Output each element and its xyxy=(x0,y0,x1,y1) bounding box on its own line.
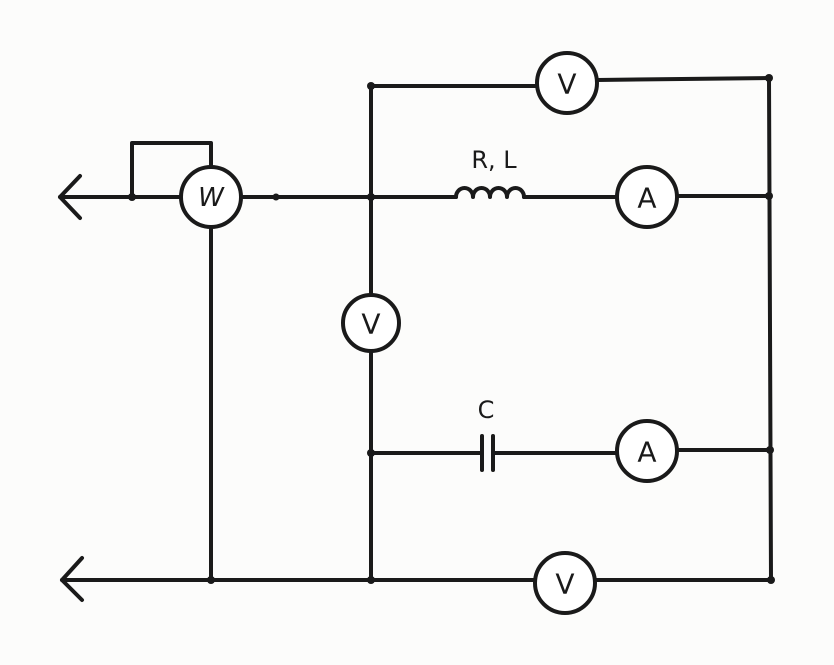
voltmeter-top-ring xyxy=(535,51,599,115)
junction-dot xyxy=(367,193,375,201)
wattmeter-coil-loop xyxy=(130,141,213,199)
voltmeter-bottom-ring xyxy=(533,551,597,615)
junction-dot xyxy=(765,192,773,200)
wattmeter-symbol: W xyxy=(198,183,225,213)
junction-dot xyxy=(367,449,375,457)
junction-dot xyxy=(367,576,375,584)
ammeter-rl-symbol: A xyxy=(637,182,656,215)
ammeter-c-branch: A xyxy=(615,419,679,483)
ammeter-rl-ring xyxy=(615,165,679,229)
junction-dot xyxy=(272,193,280,201)
junction-dot xyxy=(128,193,136,201)
ammeter-c-ring xyxy=(615,419,679,483)
junction-dot xyxy=(767,576,775,584)
top-voltmeter-wire-right xyxy=(595,76,771,82)
junction-dot xyxy=(207,576,215,584)
voltmeter-middle-ring xyxy=(341,293,401,353)
voltmeter-top: V xyxy=(535,51,599,115)
voltmeter-bottom: V xyxy=(533,551,597,615)
junction-dot xyxy=(766,446,774,454)
voltmeter-middle: V xyxy=(341,293,401,353)
ammeter-rl-branch: A xyxy=(615,165,679,229)
right-bus xyxy=(767,76,773,582)
wattmeter: W xyxy=(179,165,243,229)
inductor-coil xyxy=(454,186,526,199)
voltmeter-bottom-symbol: V xyxy=(555,568,574,601)
inductor-label: R, L xyxy=(471,146,517,174)
voltmeter-top-symbol: V xyxy=(557,68,576,101)
voltmeter-middle-symbol: V xyxy=(361,308,380,341)
junction-dot xyxy=(367,82,375,90)
capacitor-label: C xyxy=(478,396,495,424)
ammeter-c-symbol: A xyxy=(637,436,656,469)
junction-dot xyxy=(765,74,773,82)
wattmeter-ring xyxy=(179,165,243,229)
